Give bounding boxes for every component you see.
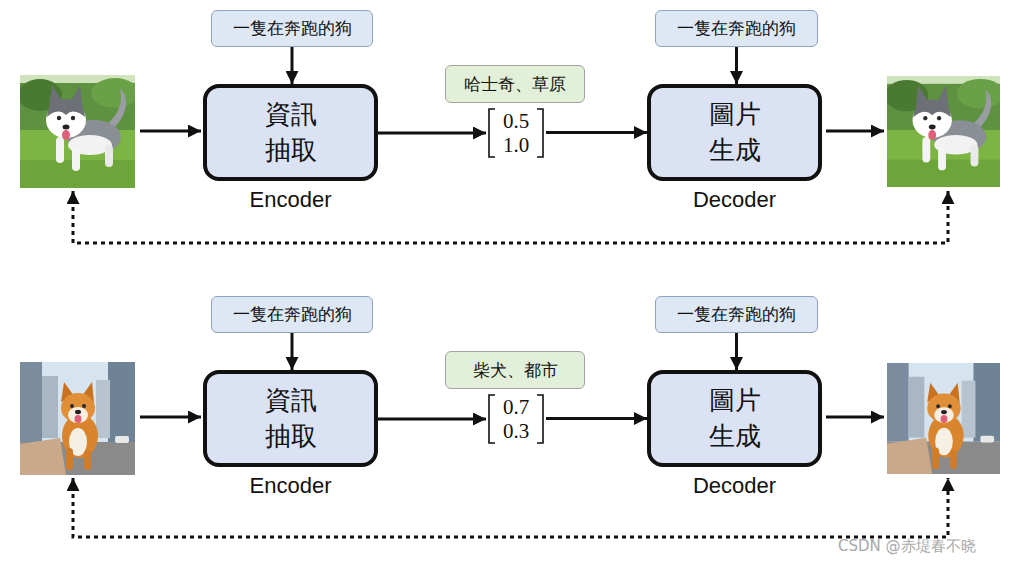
node-heading: Encoder bbox=[187, 473, 394, 499]
node-text: 圖片 生成 bbox=[706, 383, 763, 453]
tag-box: 哈士奇、草原 bbox=[445, 65, 585, 103]
arrow-connector bbox=[378, 418, 486, 421]
output-image bbox=[885, 76, 1004, 187]
arrow-connector bbox=[291, 333, 294, 370]
prompt-box: 一隻在奔跑的狗 bbox=[211, 296, 373, 333]
input-image bbox=[18, 75, 139, 188]
arrow bbox=[140, 416, 201, 419]
latent-vector: 0.7 0.3 bbox=[486, 392, 546, 446]
arrow-connector bbox=[546, 417, 647, 420]
node-text: 柴犬、都市 bbox=[473, 359, 558, 382]
node-text: 0.7 0.3 bbox=[495, 395, 537, 443]
output-image bbox=[887, 363, 1000, 474]
node-text: 哈士奇、草原 bbox=[464, 73, 566, 96]
node-text: 資訊 抽取 bbox=[262, 383, 319, 453]
arrow-connector bbox=[546, 131, 647, 134]
arrow bbox=[826, 416, 884, 419]
arrow-connector bbox=[378, 132, 486, 135]
node-text: 一隻在奔跑的狗 bbox=[677, 17, 796, 40]
node-heading: Decoder bbox=[631, 187, 838, 213]
latent-vector: 0.5 1.0 bbox=[486, 106, 546, 160]
process-box: 圖片 生成Decoder bbox=[647, 370, 822, 467]
bracket bbox=[489, 109, 495, 157]
input-image bbox=[20, 362, 135, 475]
node-text: 資訊 抽取 bbox=[262, 97, 319, 167]
node-text: 一隻在奔跑的狗 bbox=[233, 17, 352, 40]
arrow-connector bbox=[291, 47, 294, 84]
reconstruction-loop bbox=[73, 478, 948, 537]
process-box: 圖片 生成Decoder bbox=[647, 84, 822, 181]
arrow bbox=[826, 130, 884, 133]
bracket bbox=[537, 395, 543, 443]
node-text: 圖片 生成 bbox=[706, 97, 763, 167]
reconstruction-loop bbox=[73, 191, 948, 243]
node-text: 一隻在奔跑的狗 bbox=[677, 303, 796, 326]
tag-box: 柴犬、都市 bbox=[445, 351, 585, 389]
watermark: CSDN @赤堤春不晓 bbox=[838, 537, 976, 556]
prompt-box: 一隻在奔跑的狗 bbox=[655, 10, 818, 47]
node-heading: Encoder bbox=[187, 187, 394, 213]
prompt-box: 一隻在奔跑的狗 bbox=[211, 10, 373, 47]
process-box: 資訊 抽取Encoder bbox=[203, 370, 378, 467]
node-text: 0.5 1.0 bbox=[495, 109, 537, 157]
node-text: 一隻在奔跑的狗 bbox=[233, 303, 352, 326]
node-heading: Decoder bbox=[631, 473, 838, 499]
prompt-box: 一隻在奔跑的狗 bbox=[655, 296, 818, 333]
bracket bbox=[489, 395, 495, 443]
process-box: 資訊 抽取Encoder bbox=[203, 84, 378, 181]
arrow-connector bbox=[735, 333, 738, 370]
arrow-connector bbox=[735, 47, 738, 84]
arrow bbox=[140, 130, 201, 133]
bracket bbox=[537, 109, 543, 157]
